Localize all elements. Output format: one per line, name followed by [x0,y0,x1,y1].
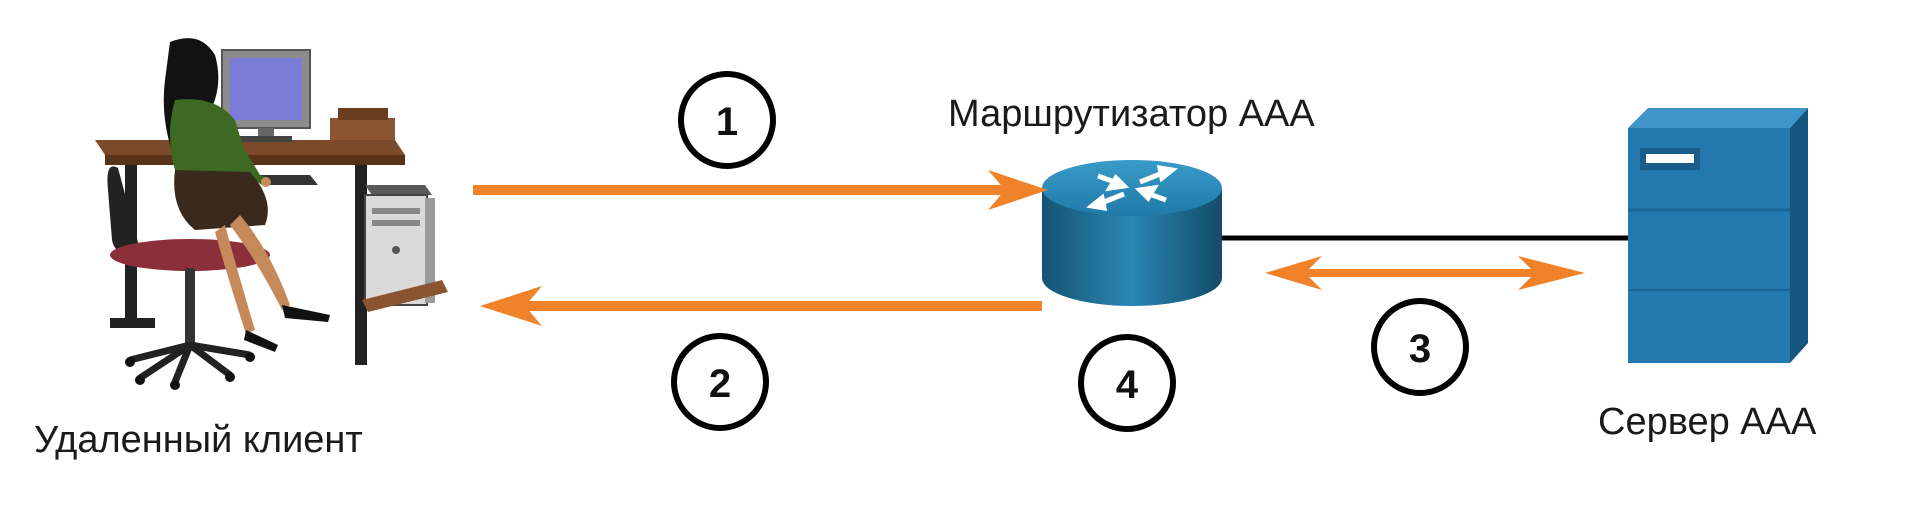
step-3-marker: 3 [1371,298,1469,396]
step-4-label: 4 [1116,363,1139,407]
step-4-marker: 4 [1078,334,1176,432]
step-1-marker: 1 [678,71,776,169]
server-tower-icon [1628,108,1808,363]
server-label: Сервер AAA [1598,401,1817,443]
router-icon [1042,160,1222,306]
arrow-router-to-client [480,286,1042,326]
router-label: Маршрутизатор AAA [948,93,1315,135]
client-label: Удаленный клиент [34,419,363,461]
arrow-router-server-bidirectional [1265,256,1585,290]
step-1-label: 1 [716,100,738,144]
step-2-marker: 2 [671,333,769,431]
step-3-label: 3 [1409,327,1431,371]
person-at-computer-desk-icon [95,38,448,390]
arrow-client-to-router [473,170,1048,210]
step-2-label: 2 [709,362,731,406]
